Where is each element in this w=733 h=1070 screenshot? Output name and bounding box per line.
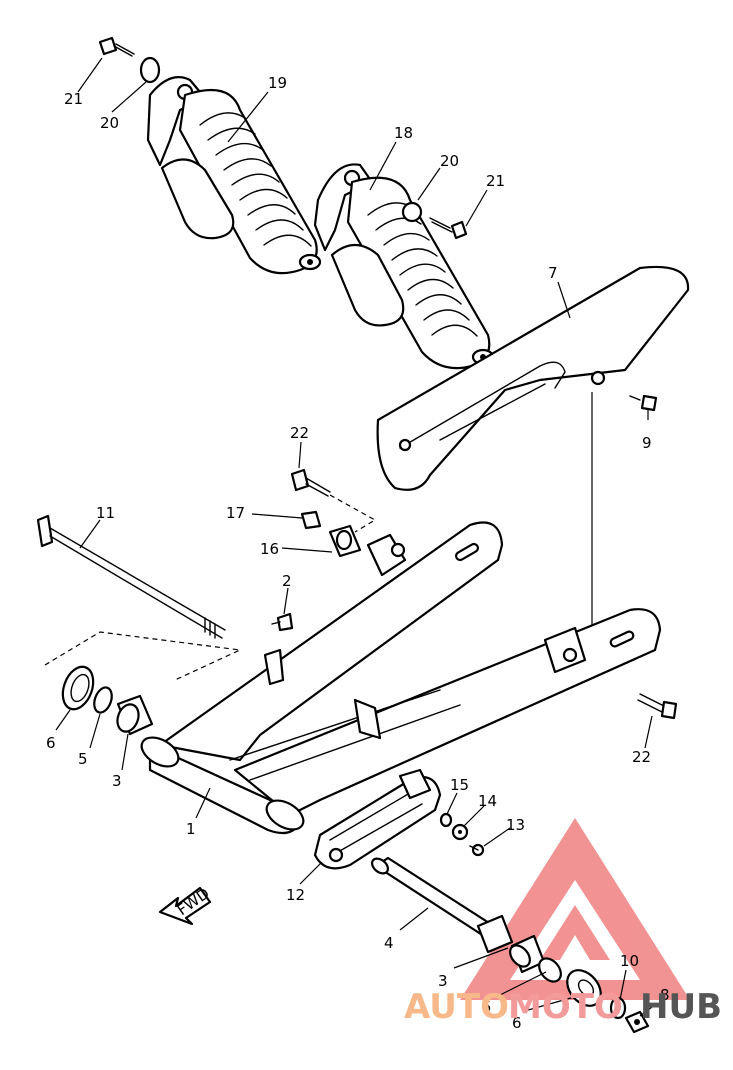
callout-11: 9 <box>642 434 652 452</box>
callout-18: 18 <box>394 124 413 142</box>
callout-5-right: 5 <box>482 998 492 1016</box>
bolt-13 <box>469 843 485 857</box>
bolt-22-guide <box>329 494 377 533</box>
watermark-inner-mark-icon <box>540 905 610 960</box>
bolt-21-right <box>429 217 468 240</box>
callout-5-left: 5 <box>78 750 88 768</box>
washer-9 <box>609 996 627 1020</box>
shock-absorber-18 <box>313 163 495 370</box>
callout-8: 8 <box>660 986 670 1004</box>
callout-3-right: 3 <box>438 972 448 990</box>
callout-14: 14 <box>478 792 497 810</box>
grease-nipple-2 <box>271 612 294 632</box>
nut-8 <box>624 1010 650 1034</box>
callout-4: 4 <box>384 934 394 952</box>
forward-arrow: FWD <box>158 884 213 926</box>
callout-6-left: 6 <box>46 734 56 752</box>
callout-10: 7 <box>548 264 558 282</box>
callout-22-right: 22 <box>632 748 651 766</box>
watermark-wordmark: AUTO MOTO HUB <box>404 987 722 1027</box>
nut-17 <box>300 510 322 530</box>
callout-21-right: 21 <box>486 172 505 190</box>
leader-lines <box>55 57 657 1017</box>
callout-1: 1 <box>186 820 196 838</box>
callout-19: 19 <box>268 74 287 92</box>
callouts: 21 20 19 18 20 21 7 9 22 17 16 2 11 6 5 … <box>46 74 670 1032</box>
callout-7: 11 <box>96 504 115 522</box>
watermark-hub: HUB <box>640 987 722 1027</box>
rear-arm-1 <box>140 521 662 835</box>
callout-20-top: 20 <box>100 114 119 132</box>
callout-22-upper: 22 <box>290 424 309 442</box>
bolt-11 <box>629 394 658 412</box>
bolt-22-upper <box>290 468 331 497</box>
callout-17: 17 <box>226 504 245 522</box>
bolt-21-top <box>98 36 135 57</box>
callout-21-top: 21 <box>64 90 83 108</box>
washer-14 <box>451 823 469 841</box>
callout-13: 13 <box>506 816 525 834</box>
bolt-22-right <box>637 693 678 720</box>
callout-12: 12 <box>286 886 305 904</box>
callout-3-left: 3 <box>112 772 122 790</box>
callout-15: 15 <box>450 776 469 794</box>
watermark-auto: AUTO <box>404 987 509 1027</box>
chain-case-10 <box>376 265 690 491</box>
callout-9: 10 <box>620 952 639 970</box>
clamp-16 <box>328 524 362 558</box>
callout-2: 2 <box>282 572 292 590</box>
collar-15 <box>439 812 453 828</box>
thrust-cover-5-right <box>538 957 562 983</box>
callout-6-right: 6 <box>512 1014 522 1032</box>
bushing-3-left <box>116 694 154 736</box>
washer-20-top <box>139 56 161 84</box>
bushing-3-right <box>476 914 546 974</box>
shock-absorber-19 <box>146 76 322 275</box>
watermark-moto: MOTO <box>508 987 623 1027</box>
axle-7 <box>36 514 226 639</box>
oil-seal-6-left <box>61 665 95 711</box>
callout-20-right: 20 <box>440 152 459 170</box>
callout-16: 16 <box>260 540 279 558</box>
thrust-cover-5-left <box>93 686 113 714</box>
